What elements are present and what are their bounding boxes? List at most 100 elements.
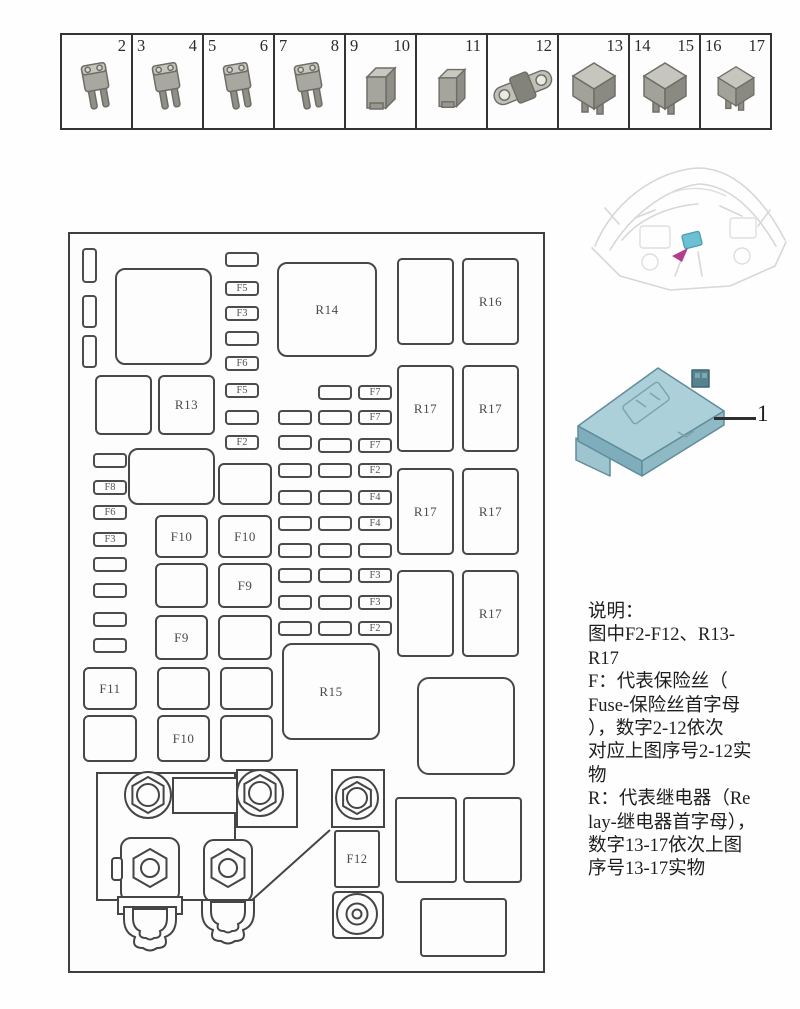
cell-number-right: 17	[748, 36, 766, 55]
fuse-slot-F2: F2	[358, 621, 392, 636]
note-line: ），数字2-12依次	[588, 719, 724, 740]
fuse-slot-blank	[318, 490, 352, 505]
relay-slot-blank	[95, 375, 152, 435]
note-line: 对应上图序号2-12实	[588, 742, 752, 763]
terminal-bolts-drawing	[96, 769, 385, 952]
fuse-slot-blank	[220, 715, 273, 762]
fuse-slot-blank	[82, 248, 97, 283]
relay-slot-R14: R14	[277, 262, 377, 357]
relay-slot-R17: R17	[462, 365, 519, 452]
component-strip: 2 3 4 5 6 7 8 9 10 11 12	[60, 33, 772, 130]
mini-fuse-icon	[149, 60, 187, 116]
fuse-slot-F8: F8	[93, 480, 127, 495]
cell-number-left: 16	[705, 36, 722, 55]
fuse-slot-blank	[278, 410, 312, 425]
fuse-slot-F10: F10	[157, 715, 210, 762]
fuse-slot-F10: F10	[155, 515, 208, 558]
strip-cell-14-15: 14 15	[630, 35, 701, 128]
relay-slot-R17: R17	[462, 570, 519, 657]
fuse-slot-F12: F12	[334, 830, 380, 888]
cell-number-left: 7	[279, 36, 288, 55]
note-line: lay-继电器首字母），	[588, 812, 756, 833]
fuse-slot-F7: F7	[358, 385, 392, 400]
cartridge-fuse-icon	[362, 63, 400, 113]
relay-icon	[713, 62, 759, 114]
fuse-slot-F7: F7	[358, 410, 392, 425]
cell-number-left: 9	[350, 36, 359, 55]
strip-cell-3-4: 3 4	[133, 35, 204, 128]
relay-slot-blank	[115, 268, 212, 365]
fuse-slot-blank	[278, 595, 312, 610]
relay-slot-R17: R17	[397, 468, 454, 555]
fusebox-highlight-icon	[681, 230, 703, 250]
cell-number-right: 8	[330, 36, 339, 55]
fuse-slot-blank	[318, 438, 352, 453]
location-arrow-icon	[672, 248, 688, 262]
fuse-slot-blank	[155, 563, 208, 608]
fuse-slot-blank	[93, 557, 127, 572]
relay-slot-R13: R13	[158, 375, 215, 435]
cell-number-right: 15	[677, 36, 695, 55]
fuse-slot-F3: F3	[358, 595, 392, 610]
fuse-slot-blank	[318, 516, 352, 531]
strip-cell-2: 2	[62, 35, 133, 128]
fuse-slot-blank	[278, 543, 312, 558]
cell-number-right: 6	[259, 36, 268, 55]
note-line: R17	[588, 648, 619, 669]
cartridge-fuse-icon	[434, 65, 469, 111]
strip-cell-13: 13	[559, 35, 630, 128]
relay-slot-R15: R15	[282, 643, 380, 740]
cell-number-right: 13	[606, 36, 624, 55]
fuse-slot-blank	[83, 715, 137, 762]
relay-slot-R17: R17	[462, 468, 519, 555]
fuse-slot-F7: F7	[358, 438, 392, 453]
legend-notes: 说明： 图中F2-F12、R13- R17 F：代表保险丝（ Fuse-保险丝首…	[588, 601, 796, 882]
relay-icon	[567, 58, 621, 118]
fuse-slot-blank	[93, 583, 127, 598]
callout-number: 1	[757, 401, 769, 426]
cell-number-right: 12	[535, 36, 553, 55]
engine-bay-location-sketch	[591, 167, 787, 291]
fuse-slot-F10: F10	[218, 515, 272, 558]
fuse-slot-blank	[278, 463, 312, 478]
relay-slot-R17: R17	[397, 365, 454, 452]
fuse-slot-blank	[318, 595, 352, 610]
fuse-slot-F3: F3	[93, 532, 127, 547]
fuse-slot-blank	[420, 898, 507, 957]
cell-number-right: 11	[465, 36, 481, 55]
fuse-slot-F9: F9	[218, 563, 272, 608]
fuse-slot-blank	[93, 638, 127, 653]
fuse-slot-blank	[318, 463, 352, 478]
cell-number-left: 3	[137, 36, 146, 55]
fuse-slot-F11: F11	[83, 667, 137, 710]
fuse-slot-blank	[463, 797, 522, 883]
cell-number-right: 2	[117, 36, 126, 55]
fuse-slot-blank	[278, 621, 312, 636]
fusebox-cover-drawing	[575, 367, 725, 477]
fuse-slot-blank	[318, 410, 352, 425]
fuse-slot-F6: F6	[225, 356, 259, 371]
fuse-slot-blank	[218, 463, 272, 505]
fuse-slot-blank	[278, 490, 312, 505]
fuse-slot-blank	[318, 543, 352, 558]
fuse-slot-blank	[225, 331, 259, 346]
strip-cell-5-6: 5 6	[204, 35, 275, 128]
fuse-slot-blank	[225, 252, 259, 267]
note-line: 序号13-17实物	[588, 859, 706, 880]
note-line: Fuse-保险丝首字母	[588, 695, 741, 716]
fuse-slot-blank	[278, 435, 312, 450]
fuse-slot-F6: F6	[93, 505, 127, 520]
fuse-slot-blank	[93, 453, 127, 468]
cell-number-left: 5	[208, 36, 217, 55]
fuse-slot-F9: F9	[155, 615, 208, 660]
fuse-slot-F5: F5	[225, 383, 259, 398]
fuse-slot-F2: F2	[358, 463, 392, 478]
fuse-slot-blank	[220, 667, 273, 710]
relay-slot-R16: R16	[462, 258, 519, 345]
cell-number-right: 10	[393, 36, 411, 55]
fuse-slot-blank	[93, 612, 127, 627]
fuse-slot-F3: F3	[358, 568, 392, 583]
note-line: F：代表保险丝（	[588, 672, 728, 693]
bolt-fuse-icon	[488, 65, 558, 111]
